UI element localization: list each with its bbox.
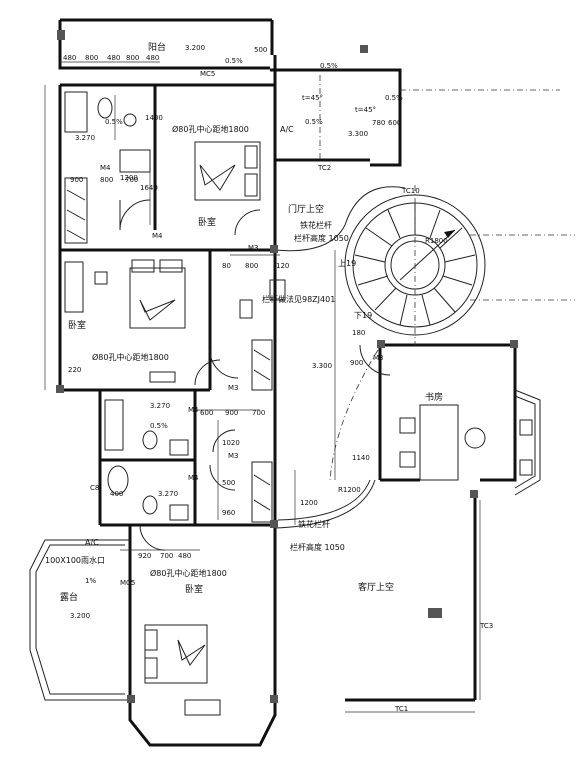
room-terrace: 露台	[60, 591, 78, 603]
room-bedroom-b: 卧室	[68, 319, 86, 331]
slope-label: 0.5%	[320, 62, 338, 70]
dim-text: 700	[252, 409, 265, 417]
dim-text: 220	[68, 366, 81, 374]
elevation-mark: 3.270	[158, 490, 178, 498]
dim-text: 800	[100, 176, 113, 184]
angle-label: t=45°	[355, 106, 376, 114]
dim-text: 400	[110, 490, 123, 498]
elevation-mark: 3.300	[348, 130, 368, 138]
dim-text: 1200	[120, 174, 138, 182]
dim-text: 1140	[352, 454, 370, 462]
door-tag: M3	[228, 452, 239, 460]
dim-text: 1200	[300, 499, 318, 507]
stair-up-label: 上19	[338, 259, 356, 268]
dim-text: 500	[222, 479, 235, 487]
door-tag: M4	[188, 406, 199, 414]
dim-text: 600	[388, 119, 401, 127]
dim-text: 920	[138, 552, 151, 560]
elevation-mark: 3.270	[75, 134, 95, 142]
window-tag: MC5	[200, 70, 215, 78]
drain-note: Ø80孔中心距地1800	[150, 568, 227, 578]
dim-text: 480	[107, 54, 120, 62]
dimension-lines	[44, 61, 481, 713]
room-study: 书房	[425, 391, 443, 403]
dim-text: 80	[222, 262, 231, 270]
dimension-texts: 480 800 480 800 480 500 1400 1640 800 90…	[63, 46, 448, 560]
window-tag: MC5	[120, 579, 135, 587]
dim-text: 480	[146, 54, 159, 62]
room-bedroom-a: 卧室	[198, 216, 216, 228]
dim-text: 1020	[222, 439, 240, 447]
dim-text: 700	[160, 552, 173, 560]
dim-text: 800	[85, 54, 98, 62]
center-lines	[319, 75, 575, 345]
rail-label: 铁花栏杆	[300, 220, 332, 230]
dim-text: R1200	[338, 486, 361, 494]
dim-text: 900	[225, 409, 238, 417]
window-tag: TC1	[394, 705, 408, 713]
window-tag: TC2	[317, 164, 331, 172]
rail-height-label: 栏杆高度 1050	[294, 233, 349, 243]
door-tag: M4	[188, 474, 199, 482]
dim-text: 500	[254, 46, 267, 54]
door-tag: M3	[248, 244, 259, 252]
columns	[56, 30, 518, 703]
slope-label: 0.5%	[150, 422, 168, 430]
rail-label: 铁花栏杆	[298, 519, 330, 529]
stair-rail-note: 栏杆做法见98ZJ401	[262, 294, 335, 304]
slope-label: 1%	[85, 577, 96, 585]
window-tag: TC3	[479, 622, 493, 630]
doors	[119, 199, 391, 551]
dim-text: 800	[245, 262, 258, 270]
drain-note: Ø80孔中心距地1800	[92, 352, 169, 362]
door-tag: M3	[373, 354, 384, 362]
dim-text: 1400	[145, 114, 163, 122]
door-tag: M3	[228, 384, 239, 392]
annotations: 铁花栏杆 栏杆高度 1050 铁花栏杆 栏杆高度 1050 上19 下19 栏杆…	[45, 57, 493, 713]
slope-label: 0.5%	[305, 118, 323, 126]
elevation-mark: 3.200	[185, 44, 205, 52]
angle-label: t=45°	[302, 94, 323, 102]
dim-text: 180	[352, 329, 365, 337]
door-tag: M4	[100, 164, 111, 172]
dim-text: 800	[126, 54, 139, 62]
ac-label: A/C	[85, 538, 99, 547]
room-foyer-void: 门厅上空	[288, 203, 324, 215]
window-tag: C8	[90, 484, 99, 492]
walls	[29, 18, 541, 747]
elevations: 3.200 3.270 3.300 3.300 3.270 3.270 3.20…	[70, 44, 368, 620]
furniture	[64, 91, 533, 716]
door-tag: M4	[152, 232, 163, 240]
dim-text: 700	[125, 176, 138, 184]
elevation-mark: 3.270	[150, 402, 170, 410]
rail-height-label: 栏杆高度 1050	[290, 542, 345, 552]
slope-label: 0.5%	[105, 118, 123, 126]
room-living-void: 客厅上空	[358, 581, 394, 593]
window-tag: TC10	[401, 187, 420, 195]
drain-note: Ø80孔中心距地1800	[172, 124, 249, 134]
dim-text: R1800	[425, 237, 448, 245]
dim-text: 1640	[140, 184, 158, 192]
dim-text: 600	[200, 409, 213, 417]
dim-text: 900	[70, 176, 83, 184]
dim-text: 780	[372, 119, 385, 127]
elevation-mark: 3.300	[312, 362, 332, 370]
dim-text: 960	[222, 509, 235, 517]
terrace-drain-note: 100X100雨水口	[45, 555, 105, 565]
dim-text: 480	[63, 54, 76, 62]
dim-text: 480	[178, 552, 191, 560]
room-labels: 阳台 卧室 卧室 卧室 书房 门厅上空 客厅上空 露台	[60, 41, 443, 603]
slope-label: 0.5%	[225, 57, 243, 65]
elevation-mark: 3.200	[70, 612, 90, 620]
dim-text: 900	[350, 359, 363, 367]
room-bedroom-c: 卧室	[185, 583, 203, 595]
ac-label: A/C	[280, 125, 294, 134]
stair-down-label: 下19	[354, 311, 372, 320]
room-balcony: 阳台	[148, 41, 166, 53]
slope-label: 0.5%	[385, 94, 403, 102]
dim-text: 120	[276, 262, 289, 270]
